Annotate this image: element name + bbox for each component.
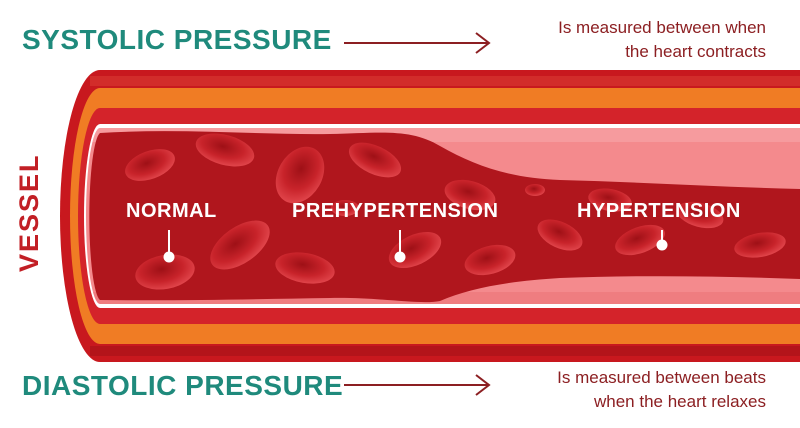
arrow-right-icon bbox=[344, 374, 491, 396]
systolic-description-line-1: Is measured between when bbox=[558, 18, 766, 37]
systolic-description-line-2: the heart contracts bbox=[625, 42, 766, 61]
diastolic-description-line-1: Is measured between beats bbox=[557, 368, 766, 387]
vessel-label: VESSEL bbox=[14, 153, 44, 272]
systolic-pressure-title: SYSTOLIC PRESSURE bbox=[22, 24, 332, 55]
red-blood-cells bbox=[125, 133, 786, 290]
diastolic-description-line-2: when the heart relaxes bbox=[594, 392, 766, 411]
stage-label-prehypertension: PREHYPERTENSION bbox=[292, 200, 499, 222]
stage-markers bbox=[163, 230, 668, 263]
arrow-right-icon bbox=[344, 32, 491, 54]
diastolic-description: Is measured between beats when the heart… bbox=[486, 366, 766, 414]
stage-label-hypertension: HYPERTENSION bbox=[577, 200, 741, 222]
blood-stream bbox=[89, 131, 800, 303]
diastolic-pressure-title: DIASTOLIC PRESSURE bbox=[22, 370, 344, 401]
systolic-description: Is measured between when the heart contr… bbox=[486, 16, 766, 64]
stage-label-normal: NORMAL bbox=[126, 200, 217, 222]
